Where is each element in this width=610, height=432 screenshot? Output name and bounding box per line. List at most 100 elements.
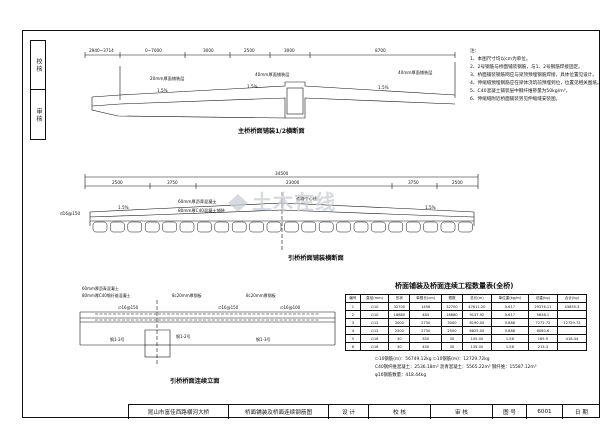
top-section-text: 2940~3714 0~7000 3000 2500 3000 8700 20m… (89, 48, 432, 93)
table-cell (556, 310, 588, 319)
table-cell: 0.617 (490, 310, 529, 319)
table-cell: 30 (441, 334, 463, 343)
title-date-label: 日 期 (562, 405, 600, 419)
table-cell: 2500 (388, 326, 411, 335)
top-slope-1: 1.5% (157, 88, 168, 93)
middle-section-text: 34500 2500 3750 23000 3750 2500 60mm厚沥青混… (60, 171, 463, 216)
middle-dim-3: 23000 (286, 180, 300, 185)
girder-box (423, 221, 438, 233)
table-header: 编号 (345, 294, 361, 303)
table-header: 单位重(kg/m) (490, 294, 529, 303)
top-dim-4: 2500 (244, 48, 255, 53)
middle-dim-4: 3750 (408, 180, 419, 185)
top-label-2: 40mm厚面铺装层 (255, 71, 289, 78)
title-project: 昆山市富佳西路横河大桥 (128, 405, 228, 419)
bl-label-4: 8c20mm厚钢板 (246, 292, 276, 298)
table-cell: ∅12 (359, 318, 390, 327)
table-cell: ∅10 (359, 302, 390, 311)
notes-block: 注： 1、本图尺寸均以cm为单位。 2、2号钢筋与桥面铺装钢筋，与1、2号钢筋焊… (470, 48, 602, 104)
girder-box (162, 221, 177, 233)
bl-label-2: 80mm厚C40钢纤维混凝土 (82, 292, 131, 298)
note-line: 6、伸缩缝附近桥面铺装另见伸缩缝安装图。 (470, 97, 561, 102)
bl-label-3: 8c20mm厚钢板 (172, 292, 202, 298)
girder-box (405, 221, 421, 233)
girder-box (197, 221, 212, 233)
table-cell: 4 (345, 326, 361, 335)
middle-total-dim: 34500 (275, 171, 289, 176)
bl-label-5: 钢1-3号 (110, 336, 125, 342)
table-cell: 213.3 (527, 342, 558, 351)
middle-dim-5: 2500 (452, 180, 463, 185)
table-header: 总长(m) (461, 294, 492, 303)
title-drawing: 桥面铺装及桥面连续钢筋图 (228, 405, 328, 419)
table-cell: ∅16 (359, 342, 390, 351)
side-strip-top: 校 核 (31, 41, 45, 90)
table-header: 根数 (441, 294, 463, 303)
middle-girders (92, 221, 473, 233)
table-cell: 18880 (441, 310, 463, 319)
top-section-lines (84, 52, 456, 119)
table-cell: 3 (345, 318, 361, 327)
table-cell: 2500 (441, 326, 463, 335)
girder-box (127, 221, 143, 233)
table-cell: 30 (441, 342, 463, 351)
middle-section-lines (84, 174, 479, 252)
middle-dim-1: 2500 (112, 180, 123, 185)
girder-box (336, 221, 351, 233)
table-cell: 2730 (409, 326, 443, 335)
girder-box (249, 221, 264, 233)
table-cell: 43855.3 (556, 302, 588, 311)
top-dim-5: 3000 (284, 48, 295, 53)
middle-slope-1: 1.5% (118, 205, 129, 210)
table-cell: 47611.20 (461, 302, 492, 311)
girder-box (231, 221, 247, 233)
table-cell: 0.888 (490, 326, 529, 335)
side-strip: 校 核 审 核 (30, 40, 46, 140)
table-cell: 450 (409, 342, 443, 351)
table-header: 形状 (388, 294, 411, 303)
table-cell: 32700 (388, 302, 411, 311)
table-header-row: 编号 直径(mm) 形状 单根长(cm) 根数 总长(m) 单位重(kg/m) … (345, 294, 588, 303)
girder-box (318, 221, 334, 233)
middle-dim-2: 3750 (167, 180, 178, 185)
table-cell: 8190.00 (461, 318, 492, 327)
quantity-note-3: φ16钢筋数量：418.44kg (375, 373, 427, 378)
table-cell: 7272.72 (527, 318, 558, 327)
top-dim-1: 2940~3714 (89, 48, 114, 53)
girder-box (144, 221, 160, 233)
table-cell: 0.617 (490, 302, 529, 311)
note-line: 2、2号钢筋与桥面铺装钢筋，与1、2号钢筋焊接固定。 (470, 65, 583, 70)
table-cell: 9137.92 (461, 310, 492, 319)
middle-slope-2: 1.5% (425, 205, 436, 210)
note-line: 1、本图尺寸均以cm为单位。 (470, 57, 531, 62)
top-dim-3: 3000 (203, 48, 214, 53)
table-cell: 5 (345, 334, 361, 343)
title-block: 昆山市富佳西路横河大桥 桥面铺装及桥面连续钢筋图 设 计 校 核 审 核 图 号… (128, 404, 600, 419)
quantity-table-title: 桥面铺装及桥面连续工程数量表(全桥) (395, 282, 514, 290)
bl-label-7: 钢1-3号 (256, 336, 271, 342)
watermark: 土木在线 (228, 186, 336, 215)
table-cell: 484 (409, 310, 443, 319)
table-cell: 0.888 (490, 318, 529, 327)
table-header: 合计(kg) (556, 294, 588, 303)
table-cell (556, 342, 588, 351)
table-cell: 12729.72 (556, 318, 588, 327)
girder-box (92, 221, 108, 233)
title-drawing-no: 6001 (526, 405, 562, 419)
table-cell: 3000 (388, 318, 411, 327)
quantity-note-1: ∅10钢筋(m)：56749.12kg ∅10钢筋(m)：12729.72kg (375, 357, 490, 362)
table-cell: 165.9 (527, 334, 558, 343)
table-cell: 32700 (441, 302, 463, 311)
girder-box (266, 221, 282, 233)
girder-box (440, 221, 456, 233)
table-cell: 30 (388, 342, 411, 351)
table-cell: 2 (345, 310, 361, 319)
table-cell: 418.44 (556, 334, 588, 343)
top-section-caption: 主桥桥面铺装1/2横断面 (238, 128, 305, 135)
